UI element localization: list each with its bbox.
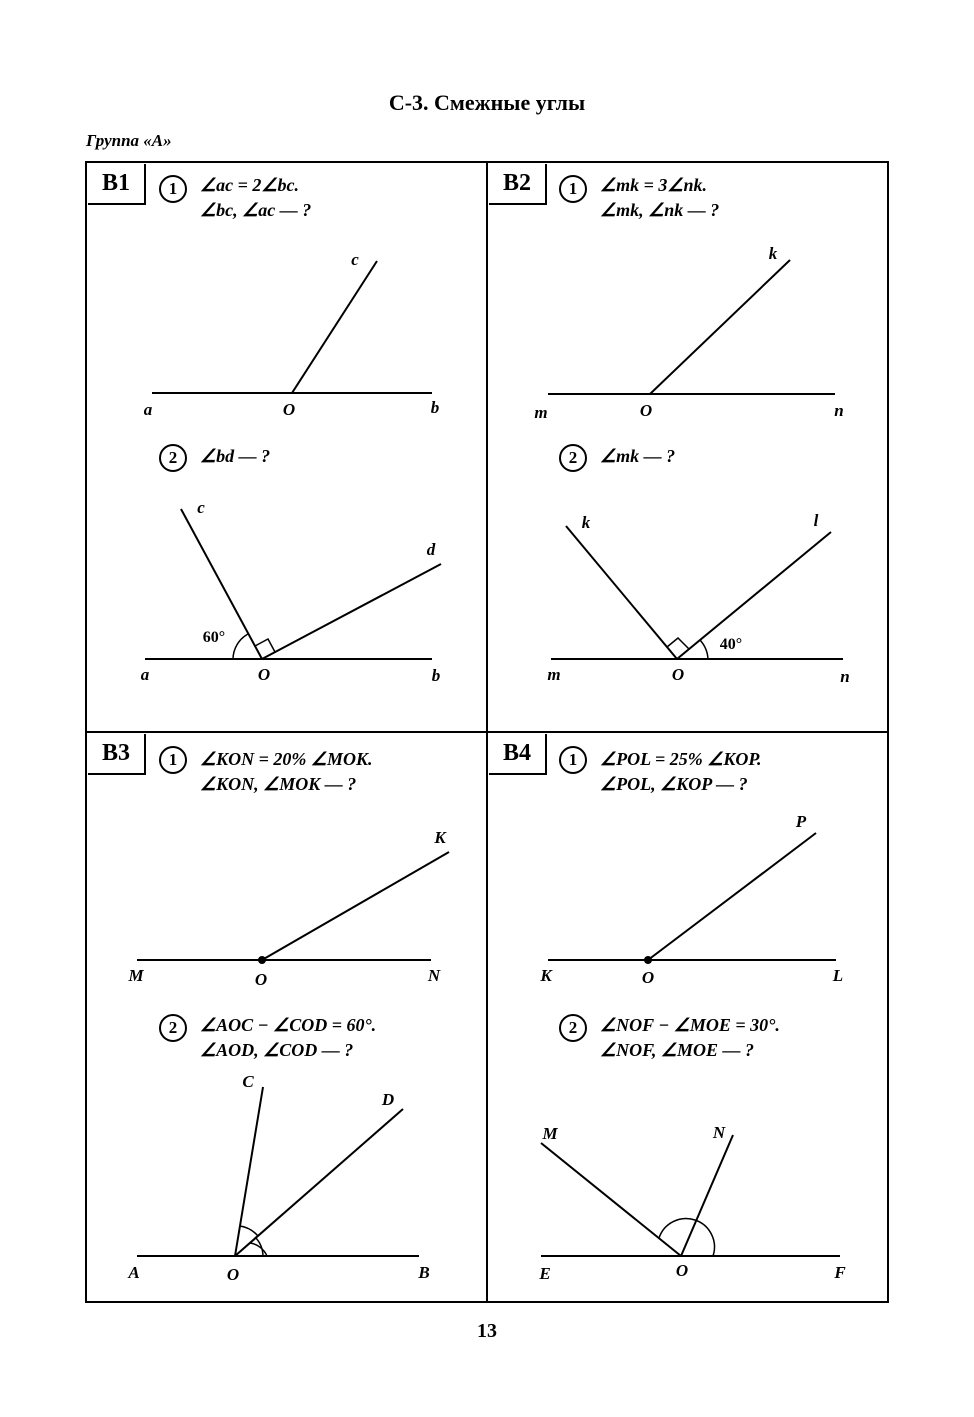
diagram-b2-1	[548, 259, 835, 395]
diagram-b4-1	[548, 832, 836, 964]
task-number: 1	[559, 746, 587, 774]
point-label: O	[639, 401, 653, 420]
variant-b2-label: В2	[489, 164, 547, 205]
point-label: m	[547, 665, 561, 684]
task-number: 2	[559, 444, 587, 472]
point-label: c	[351, 250, 359, 269]
point-label: O	[257, 665, 271, 684]
point-label: b	[430, 398, 440, 417]
diagram-b2-2	[551, 525, 843, 660]
task-line: ∠AOD, ∠COD — ?	[200, 1040, 354, 1060]
point-label: l	[813, 511, 819, 530]
point-label: a	[140, 665, 150, 684]
point-label: O	[226, 1265, 240, 1284]
point-label: O	[282, 400, 296, 419]
point-label: O	[675, 1261, 689, 1280]
point-label: N	[427, 966, 441, 985]
point-label: k	[581, 513, 591, 532]
task-line: ∠NOF − ∠MOE = 30°.	[600, 1015, 780, 1035]
task-number: 2	[159, 1014, 187, 1042]
point-label: a	[143, 400, 153, 419]
task-line: ∠mk — ?	[600, 446, 676, 466]
point-label: O	[641, 968, 655, 987]
point-label: n	[840, 667, 850, 686]
point-label: K	[434, 828, 446, 847]
task-number: 1	[559, 175, 587, 203]
task-text: ∠ac = 2∠bc. ∠bc, ∠ac — ?	[200, 173, 311, 223]
diagram-b3-1	[137, 851, 450, 964]
task-line: ∠NOF, ∠MOE — ?	[600, 1040, 754, 1060]
task-line: ∠bc, ∠ac — ?	[200, 200, 312, 220]
point-label: D	[381, 1090, 395, 1109]
diagram-b1-1	[152, 260, 432, 394]
task-line: ∠mk, ∠nk — ?	[600, 200, 720, 220]
point-label: b	[431, 666, 441, 685]
task-line: ∠AOC − ∠COD = 60°.	[200, 1015, 377, 1035]
point-label: A	[128, 1263, 140, 1282]
task-text: ∠KON = 20% ∠MOK. ∠KON, ∠MOK — ?	[200, 747, 373, 797]
task-number: 2	[559, 1014, 587, 1042]
task-text: ∠mk — ?	[600, 444, 675, 469]
task-text: ∠NOF − ∠MOE = 30°. ∠NOF, ∠MOE — ?	[600, 1013, 780, 1063]
variant-b4-label: В4	[489, 734, 547, 775]
task-text: ∠AOC − ∠COD = 60°. ∠AOD, ∠COD — ?	[200, 1013, 376, 1063]
diagram-b1-2	[145, 508, 442, 660]
task-text: ∠bd — ?	[200, 444, 270, 469]
point-label: C	[242, 1072, 254, 1091]
point-label: M	[542, 1124, 558, 1143]
task-text: ∠mk = 3∠nk. ∠mk, ∠nk — ?	[600, 173, 719, 223]
task-line: ∠mk = 3∠nk.	[600, 175, 708, 195]
point-label: d	[426, 540, 436, 559]
angle-label: 60°	[202, 629, 226, 646]
point-label: k	[768, 244, 778, 263]
variant-b3-label: В3	[88, 734, 146, 775]
point-label: N	[712, 1123, 726, 1142]
point-label: E	[539, 1264, 551, 1283]
point-label: K	[540, 966, 552, 985]
task-line: ∠KON = 20% ∠MOK.	[200, 749, 373, 769]
point-label: c	[197, 498, 205, 517]
page-title: С-3. Смежные углы	[388, 90, 586, 115]
task-line: ∠ac = 2∠bc.	[200, 175, 300, 195]
diagram-b3-2	[137, 1086, 419, 1257]
page-number: 13	[477, 1320, 497, 1342]
task-line: ∠POL, ∠KOP — ?	[600, 774, 748, 794]
task-number: 1	[159, 175, 187, 203]
point-label: O	[671, 665, 685, 684]
point-label: L	[832, 966, 844, 985]
point-label: F	[834, 1263, 846, 1282]
task-line: ∠POL = 25% ∠KOP.	[600, 749, 762, 769]
point-label: O	[254, 970, 268, 989]
variant-b1-label: В1	[88, 164, 146, 205]
point-label: n	[834, 401, 844, 420]
task-line: ∠bd — ?	[200, 446, 271, 466]
point-label: B	[418, 1263, 430, 1282]
task-number: 1	[159, 746, 187, 774]
point-label: m	[534, 403, 548, 422]
point-label: M	[128, 966, 144, 985]
group-heading: Группа «А»	[86, 131, 172, 150]
angle-label: 40°	[719, 636, 743, 653]
task-line: ∠KON, ∠MOK — ?	[200, 774, 357, 794]
task-text: ∠POL = 25% ∠KOP. ∠POL, ∠KOP — ?	[600, 747, 762, 797]
diagram-b4-2	[540, 1134, 840, 1257]
point-label: P	[795, 812, 807, 831]
task-number: 2	[159, 444, 187, 472]
